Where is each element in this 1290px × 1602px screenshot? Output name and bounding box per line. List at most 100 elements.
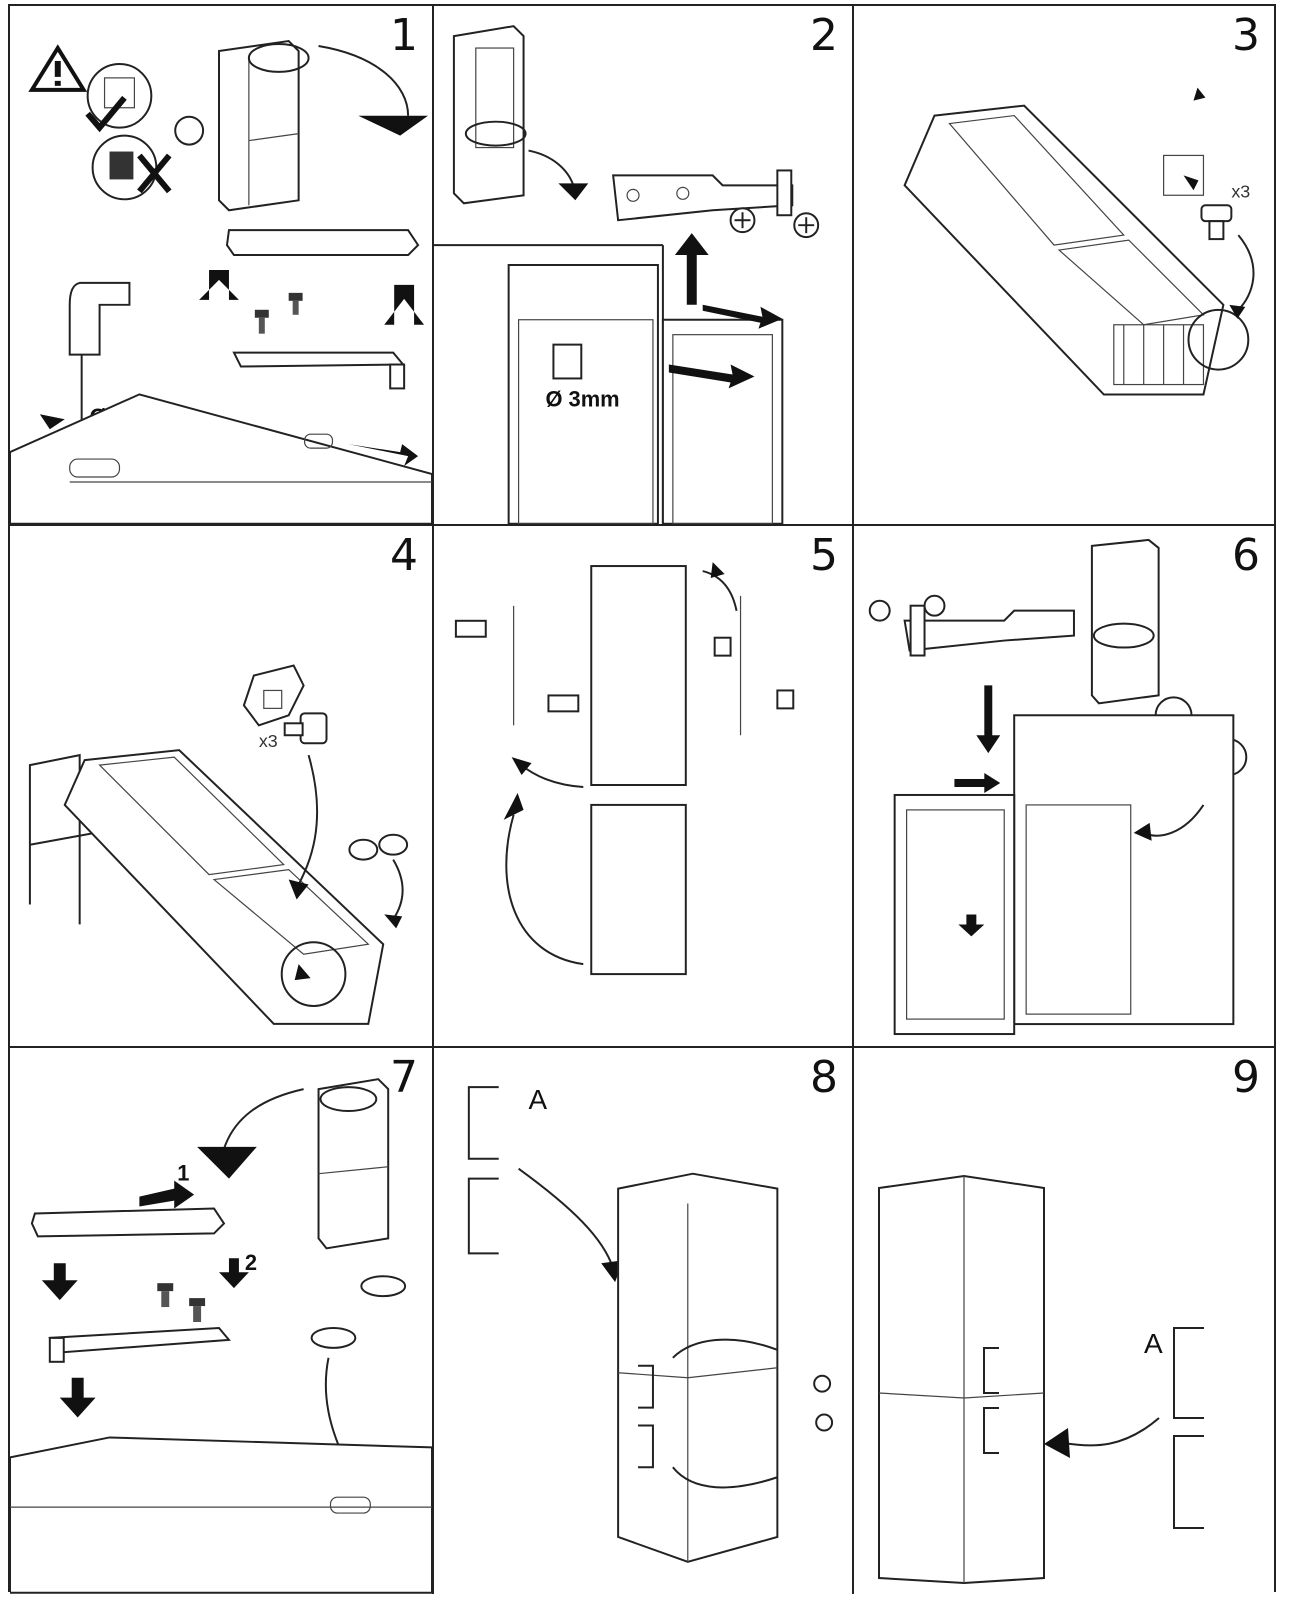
socket-icon: [174, 115, 205, 146]
screw-icon: [729, 207, 756, 234]
screw-icon: [288, 292, 303, 315]
arrow-icon: [1183, 175, 1199, 191]
step-6-number: 6: [1232, 530, 1260, 581]
step-6-panel: 6: [854, 526, 1274, 1048]
arrow-icon: [1044, 1428, 1070, 1458]
handle-icon: [467, 1086, 499, 1255]
screw-icon: [813, 1374, 834, 1432]
screw-icon: [283, 712, 328, 745]
detail-circle-icon: [1187, 308, 1250, 371]
fridge-icon: [317, 1078, 390, 1250]
bracket-icon: [1163, 154, 1205, 196]
arrow-icon: [294, 964, 311, 981]
step-8-number: 8: [810, 1052, 838, 1103]
step-1-illustration: Ø 3mm: [10, 40, 432, 524]
screw-icon: [868, 594, 946, 622]
arrow-down-icon: [958, 914, 985, 937]
instruction-sheet: 1: [8, 4, 1276, 1594]
drill-icon: [68, 281, 131, 425]
step-5-panel: 5: [434, 526, 854, 1048]
arrow-icon: [503, 792, 524, 820]
step-7-sub-label-1: 1: [177, 1161, 189, 1186]
bracket-icon: [454, 619, 487, 638]
handle-icon: [638, 1364, 654, 1469]
bracket-icon: [547, 694, 580, 713]
step-4-panel: 4 x3: [10, 526, 434, 1048]
arrow-icon: [384, 914, 403, 929]
handle-icon: [983, 1347, 999, 1454]
arrow-left-icon: [139, 1180, 195, 1209]
arrow-icon: [511, 757, 532, 776]
fridge-open-icon: [893, 714, 1235, 1036]
screw-icon: [1200, 204, 1233, 241]
cap-icon: [348, 833, 409, 861]
arrow-up-icon: [384, 284, 425, 325]
step-9-number: 9: [1232, 1052, 1260, 1103]
arrow-down-icon: [976, 685, 1001, 754]
step-8-illustration: A: [467, 1084, 834, 1563]
arrow-down-icon: [219, 1258, 249, 1289]
steps-grid: 1: [8, 4, 1276, 1594]
arrow-icon: [1193, 87, 1206, 101]
step-7-sub-label-2: 2: [245, 1250, 257, 1275]
screw-icon: [189, 1298, 206, 1322]
step-2-number: 2: [810, 10, 838, 61]
step-8-handle-label: A: [529, 1084, 548, 1115]
detail-circle-icon: [280, 941, 347, 1007]
fridge-lying-icon: [63, 749, 385, 1025]
fridge-top-icon: [10, 1436, 432, 1594]
arrow-icon: [1133, 822, 1152, 841]
step-9-panel: 9 A: [854, 1048, 1274, 1594]
step-9-handle-label: A: [1144, 1328, 1163, 1359]
arrow-icon: [39, 414, 65, 430]
upper-door-icon: [590, 565, 687, 786]
step-2-illustration: Ø 3mm: [434, 25, 820, 524]
cap-icon: [713, 636, 795, 710]
warning-icon: [28, 44, 88, 92]
arrow-right-icon: [668, 364, 755, 389]
arrow-right-icon: [348, 444, 419, 467]
arrow-icon: [710, 562, 725, 578]
step-3-illustration: x3: [903, 87, 1255, 396]
fridge-icon: [1090, 538, 1160, 705]
step-1-number: 1: [390, 10, 418, 61]
screw-icon: [793, 212, 820, 239]
arrow-icon: [1229, 304, 1246, 319]
hinge-icon: [48, 1326, 231, 1363]
plug-ok-icon: [85, 62, 153, 133]
step-4-number: 4: [390, 530, 418, 581]
step-5-illustration: [454, 562, 795, 976]
arrow-up-icon: [199, 269, 239, 300]
curved-arrow-icon: [318, 45, 410, 116]
step-8-panel: 8 A: [434, 1048, 854, 1594]
lower-door-icon: [590, 803, 687, 976]
arrow-right-icon: [702, 304, 783, 329]
step-2-drill-label: Ø 3mm: [545, 386, 619, 411]
cap-icon: [310, 1275, 407, 1349]
step-9-illustration: A: [878, 1174, 1204, 1585]
step-7-number: 7: [390, 1052, 418, 1103]
arrow-up-icon: [674, 233, 709, 305]
arrow-right-icon: [954, 773, 1001, 793]
screw-icon: [254, 309, 269, 334]
step-7-panel: 7 1 2: [10, 1048, 434, 1594]
step-6-illustration: [868, 538, 1248, 1036]
arrow-icon: [358, 115, 429, 136]
screw-icon: [157, 1283, 174, 1308]
step-7-illustration: 1 2: [10, 1078, 432, 1594]
fridge-interior-icon: [507, 264, 784, 524]
fridge-icon: [452, 25, 527, 205]
fridge-icon: [218, 40, 310, 212]
hinge-cover-icon: [225, 229, 420, 257]
fridge-top-icon: [10, 393, 432, 524]
arrow-icon: [558, 183, 589, 201]
hinge-cover-icon: [30, 1207, 226, 1238]
step-1-panel: 1: [10, 6, 434, 526]
hinge-icon: [903, 604, 1075, 657]
step-4-count-label: x3: [259, 731, 278, 751]
plug-no-icon: [91, 134, 172, 201]
step-3-number: 3: [1232, 10, 1260, 61]
arrow-icon: [288, 879, 309, 900]
step-3-count-label: x3: [1231, 181, 1250, 201]
arrow-icon: [197, 1146, 257, 1179]
